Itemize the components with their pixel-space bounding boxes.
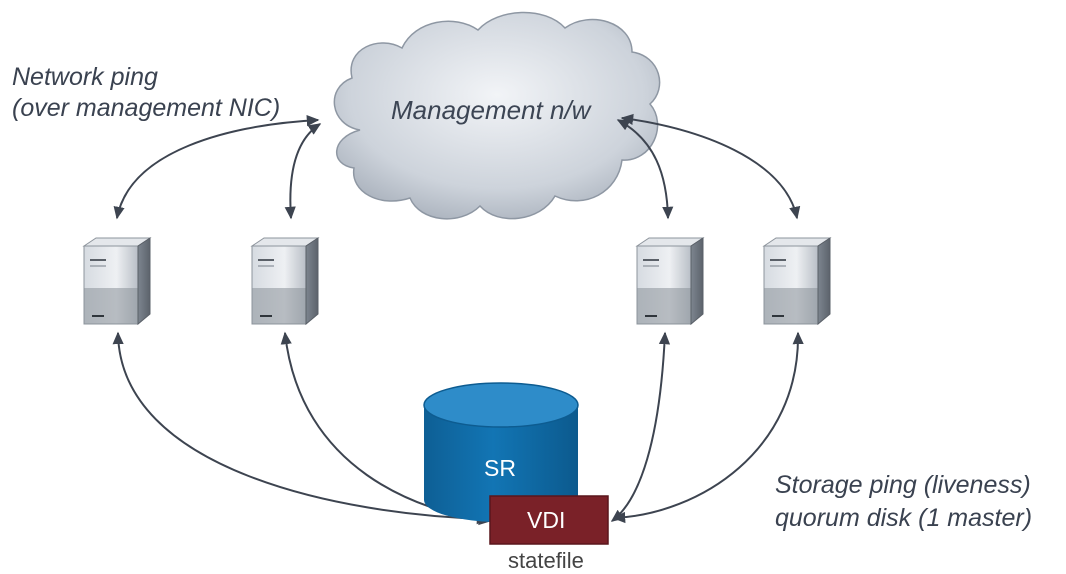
servers bbox=[82, 237, 832, 326]
net-arrow-2 bbox=[284, 123, 322, 220]
storage-arrow-4 bbox=[612, 331, 804, 524]
server-icon bbox=[762, 237, 832, 326]
vdi-label: VDI bbox=[527, 507, 566, 533]
sr-storage-cylinder bbox=[423, 382, 579, 522]
storage-ping-label-line1: Storage ping (liveness) bbox=[775, 471, 1031, 499]
sr-label: SR bbox=[484, 455, 516, 481]
network-ping-label-line1: Network ping bbox=[12, 63, 158, 91]
management-network-cloud bbox=[333, 11, 661, 220]
network-ping-label-line2: (over management NIC) bbox=[12, 94, 281, 122]
storage-ping-label-line2: quorum disk (1 master) bbox=[775, 504, 1033, 532]
statefile-label: statefile bbox=[508, 548, 584, 573]
server-icon bbox=[82, 237, 152, 326]
net-arrow-4 bbox=[620, 113, 801, 220]
server-icon bbox=[635, 237, 705, 326]
storage-arrow-3 bbox=[610, 331, 671, 522]
network-ping-arrows bbox=[113, 113, 801, 220]
vdi-box bbox=[489, 495, 609, 545]
net-arrow-1 bbox=[113, 115, 320, 220]
management-network-label: Management n/w bbox=[391, 95, 591, 125]
server-icon bbox=[250, 237, 320, 326]
